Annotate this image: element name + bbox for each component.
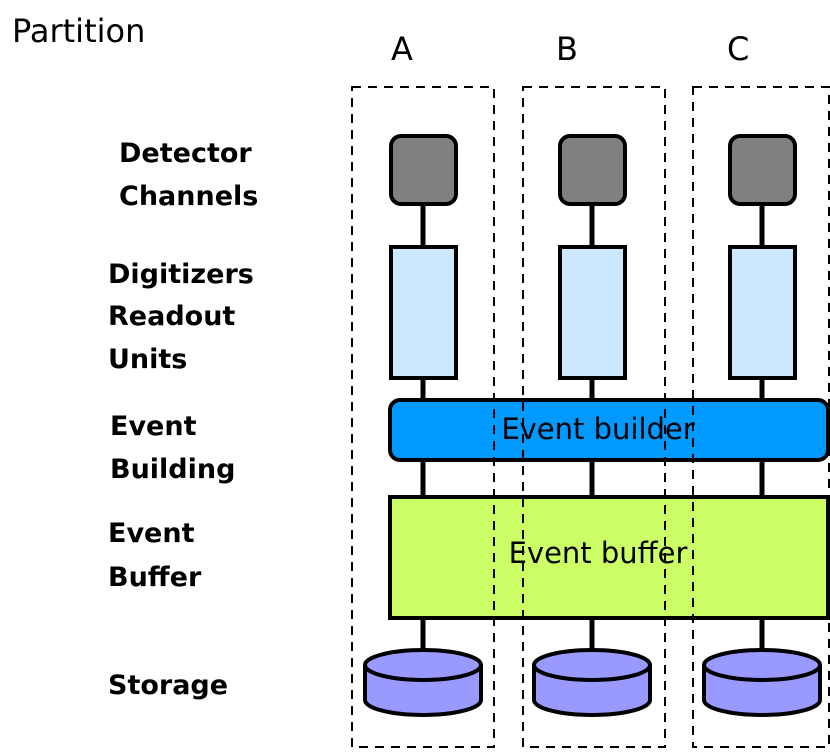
detector-channel-b	[558, 134, 627, 206]
row-label-event-buffer-1: Event	[108, 518, 195, 549]
partition-label-b: B	[556, 30, 578, 68]
partition-outline-a	[351, 86, 495, 748]
row-label-event-buffer-2: Buffer	[108, 562, 202, 593]
partition-label-a: A	[391, 30, 413, 68]
row-label-detector-1: Detector	[119, 138, 252, 169]
storage-disk-c	[702, 648, 822, 717]
event-buffer-label: Event buffer	[509, 536, 688, 570]
connector-lines	[420, 203, 765, 650]
partition-title: Partition	[12, 12, 145, 50]
row-label-event-building-2: Building	[110, 454, 235, 485]
digitizer-b	[558, 245, 627, 380]
storage-disk-b	[532, 648, 652, 717]
partition-label-c: C	[727, 30, 749, 68]
row-label-digitizers-2: Readout	[108, 301, 235, 332]
partition-outline-b	[522, 86, 666, 748]
row-label-event-building-1: Event	[110, 411, 197, 442]
event-builder-label: Event builder	[501, 412, 694, 446]
digitizer-c	[728, 245, 797, 380]
digitizer-a	[389, 245, 458, 380]
row-label-digitizers-1: Digitizers	[108, 259, 254, 290]
row-label-digitizers-3: Units	[108, 344, 187, 375]
detector-channel-c	[728, 134, 797, 206]
row-label-storage: Storage	[108, 670, 228, 701]
event-builder-box	[388, 398, 830, 462]
partition-outline-c	[692, 86, 830, 748]
event-buffer-box	[388, 495, 830, 620]
storage-disk-a	[363, 648, 483, 717]
partition-outlines	[351, 86, 830, 748]
detector-channel-a	[389, 134, 458, 206]
row-label-detector-2: Channels	[119, 181, 258, 212]
